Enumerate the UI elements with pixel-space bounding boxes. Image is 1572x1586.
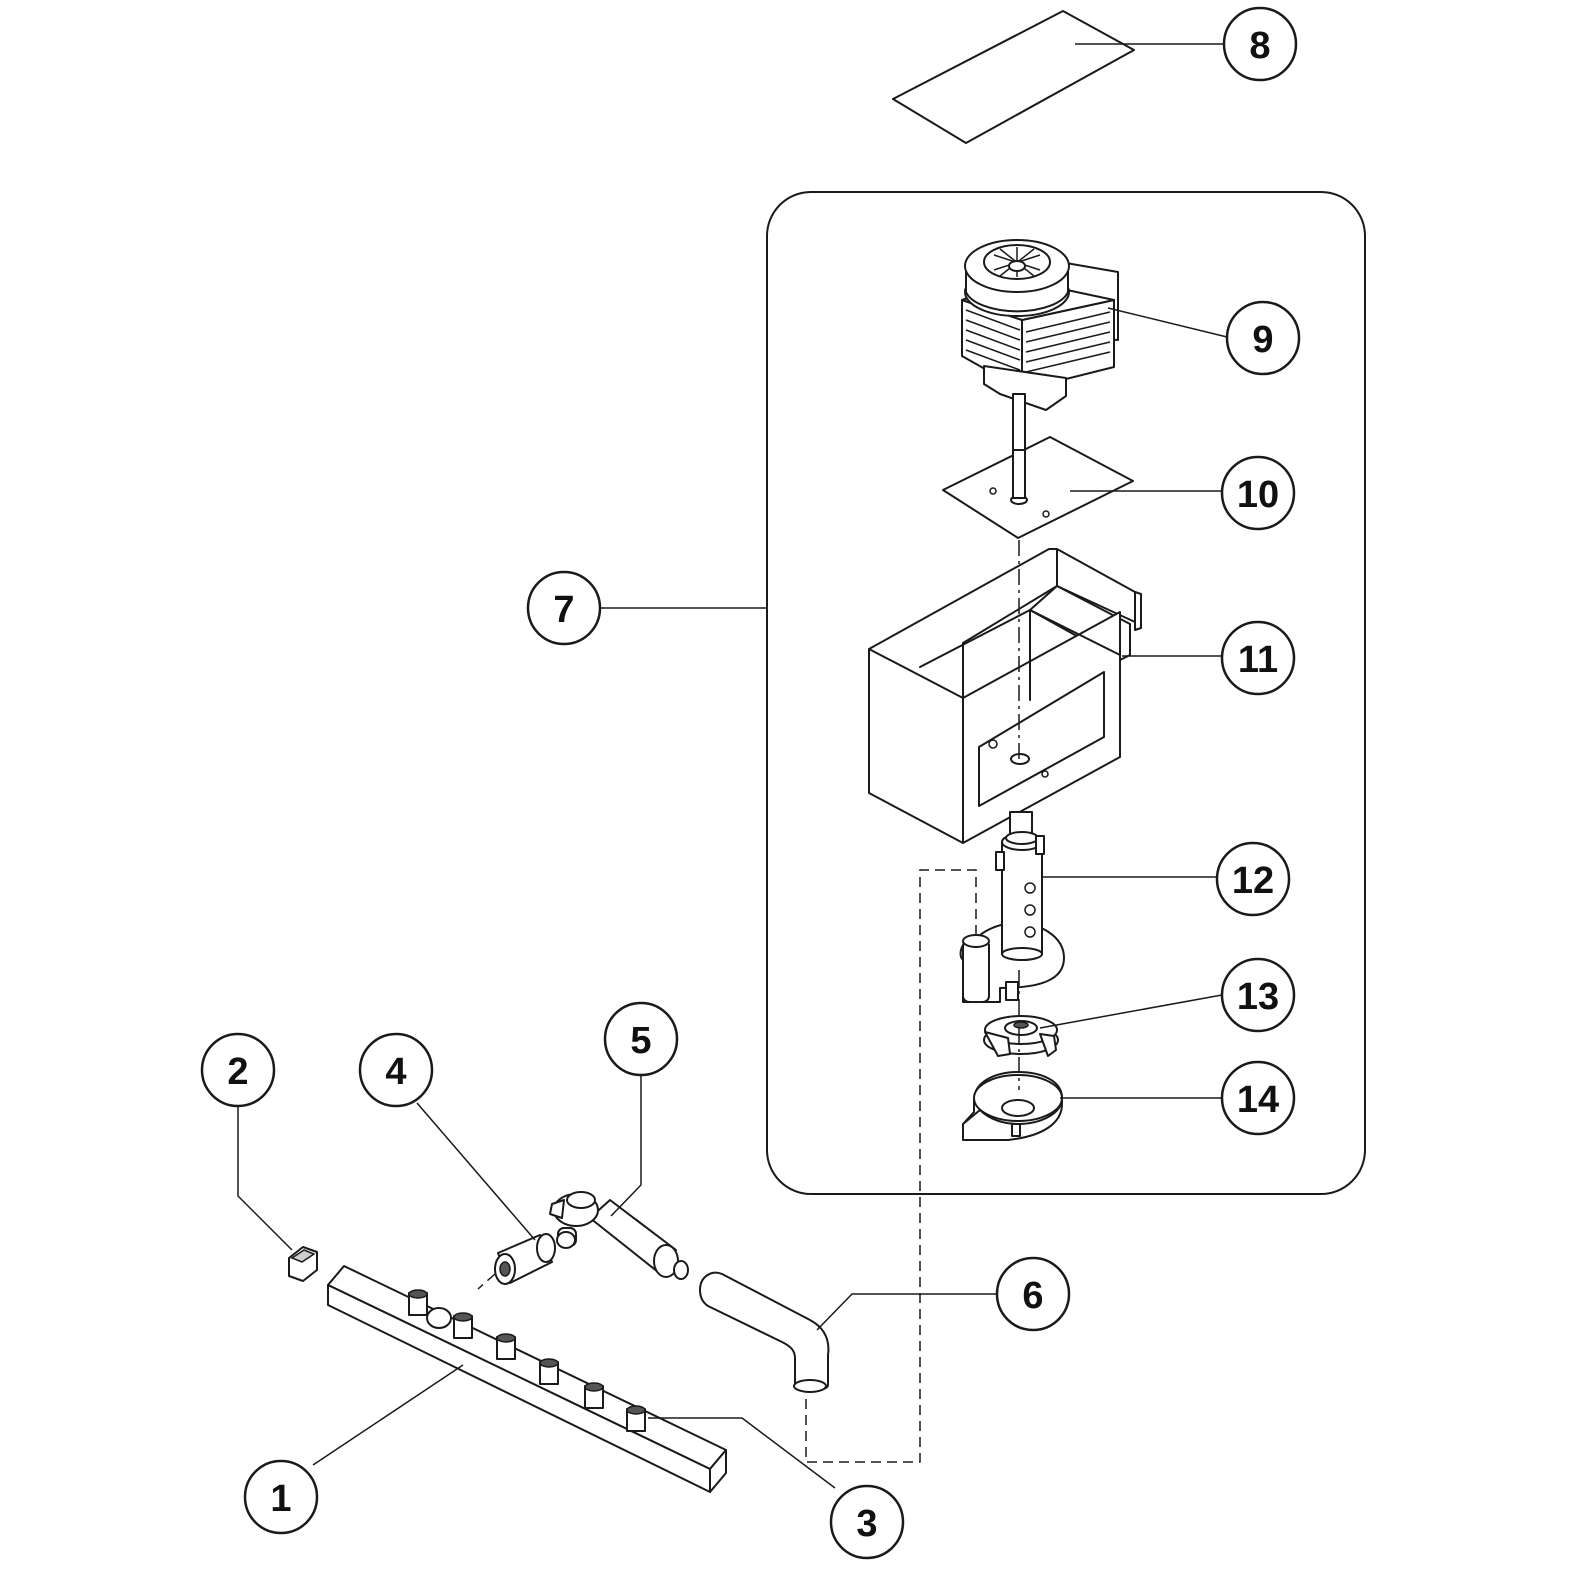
part-2-end-cap: [237, 1105, 318, 1282]
callout-11-label: 11: [1238, 639, 1278, 681]
part-14-volute-base: [962, 1071, 1222, 1141]
part-3-nozzles: [408, 1289, 836, 1489]
callout-9-label: 9: [1252, 319, 1273, 361]
callout-6: 6: [995, 1256, 1071, 1332]
part-6-hose: [699, 1271, 998, 1393]
callout-5: 5: [603, 1001, 679, 1077]
callout-10: 10: [1220, 455, 1296, 531]
part-12-pump-column: [959, 831, 1217, 1003]
callout-10-label: 10: [1237, 474, 1279, 516]
callout-2: 2: [200, 1032, 276, 1108]
callout-3: 3: [829, 1484, 905, 1560]
callout-2-label: 2: [227, 1051, 248, 1093]
callout-13-label: 13: [1237, 976, 1279, 1018]
callout-8-label: 8: [1249, 25, 1270, 67]
callout-4: 4: [358, 1032, 434, 1108]
callout-1: 1: [243, 1459, 319, 1535]
callout-13: 13: [1220, 957, 1296, 1033]
callout-12-label: 12: [1232, 860, 1274, 902]
callout-6-label: 6: [1022, 1275, 1043, 1317]
callout-1-label: 1: [270, 1478, 291, 1520]
part-10-plate: [942, 436, 1222, 539]
callout-7: 7: [526, 570, 602, 646]
part-11-housing: [868, 548, 1222, 844]
part-13-impeller: [983, 994, 1223, 1057]
callout-11: 11: [1220, 620, 1296, 696]
callout-7-label: 7: [553, 589, 574, 631]
callout-14: 14: [1220, 1060, 1296, 1136]
callout-4-label: 4: [385, 1051, 406, 1093]
part-1-manifold-bar: [312, 1265, 727, 1493]
callout-8: 8: [1222, 6, 1298, 82]
part-9-motor: [961, 239, 1228, 503]
part-8-sheet: [892, 10, 1224, 144]
part-4-coupling: [416, 1102, 556, 1290]
callout-3-label: 3: [856, 1503, 877, 1545]
callout-12: 12: [1215, 841, 1291, 917]
assembly-7-frame: [600, 191, 1366, 1195]
callout-9: 9: [1225, 300, 1301, 376]
hose-routing-dashed: [805, 869, 977, 1463]
callout-5-label: 5: [630, 1020, 651, 1062]
part-5-elbow-fitting: [549, 1074, 689, 1280]
callout-14-label: 14: [1237, 1079, 1279, 1121]
